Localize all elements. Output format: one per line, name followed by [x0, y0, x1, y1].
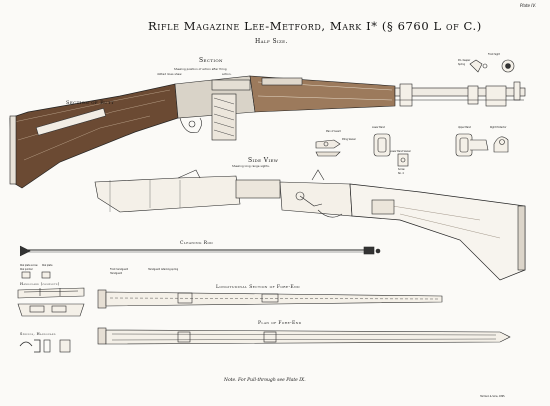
cleaning-rod-drawing — [19, 245, 381, 257]
front-sight-label: Front Sight — [488, 53, 500, 56]
left-part-label-a: Dial plate screw — [20, 264, 38, 267]
left-part-label-b: Dial plate — [42, 264, 53, 267]
printer-imprint: Harrison & Sons, 1895. — [480, 395, 506, 398]
fore-end-small-c: Handguard retaining spring — [148, 268, 179, 271]
section-caption-line1: Shewing position of action after firing — [174, 68, 227, 71]
footnote: Note. For Pull-through see Plate IX. — [224, 378, 306, 383]
handguard-complete-label: Handguard (complete) — [20, 282, 60, 286]
lower-band-swivel-label: Lower Band Swivel — [390, 150, 411, 153]
plate-subtitle: Half Size. — [255, 38, 288, 45]
section-caption-line2-right: action. — [222, 73, 232, 76]
fore-end-small-a: Front handguard — [110, 268, 129, 271]
left-part-label-c: Dial pointer — [20, 268, 33, 271]
plate-number: Plate IV. — [520, 3, 537, 8]
upper-band-label: Upper Band — [458, 126, 471, 129]
small-text-3: Screw — [398, 168, 405, 171]
section-rifle-drawing — [9, 75, 526, 189]
section-heading: Section — [199, 57, 223, 64]
small-text-1: Pin. Keeper — [458, 59, 471, 62]
left-parts-drawings — [17, 271, 85, 353]
longitudinal-section-label: Longitudinal Section of Fore-End — [216, 285, 300, 290]
right-protector-label: Right Protector — [490, 126, 507, 129]
small-parts-drawings — [315, 59, 515, 167]
side-view-caption: Shewing long range sights. — [232, 165, 270, 168]
small-text-4: No. 4 — [398, 172, 404, 175]
plan-of-fore-end-label: Plan of Fore-End — [258, 321, 302, 326]
lower-band-label: Lower Band — [372, 126, 385, 129]
section-of-butt-label: Section of Butt — [66, 100, 115, 106]
plan-of-guard-label: Plan of Guard — [326, 130, 341, 133]
plate-title: Rifle Magazine Lee-Metford, Mark I* (§ 6… — [148, 19, 482, 33]
fore-end-small-b: Handguard — [110, 272, 123, 275]
section-caption-line2-left: dotted lines shew — [157, 73, 182, 76]
cleaning-rod-label: Cleaning Rod — [180, 241, 214, 246]
springs-handguard-label: Springs, Handguard — [20, 332, 56, 336]
side-view-heading: Side View — [248, 157, 279, 164]
piling-swivel-label: Piling Swivel — [342, 138, 356, 141]
fore-end-drawings — [97, 289, 511, 345]
small-text-2: Spring — [458, 63, 466, 66]
side-view-rifle-drawing — [94, 169, 526, 281]
